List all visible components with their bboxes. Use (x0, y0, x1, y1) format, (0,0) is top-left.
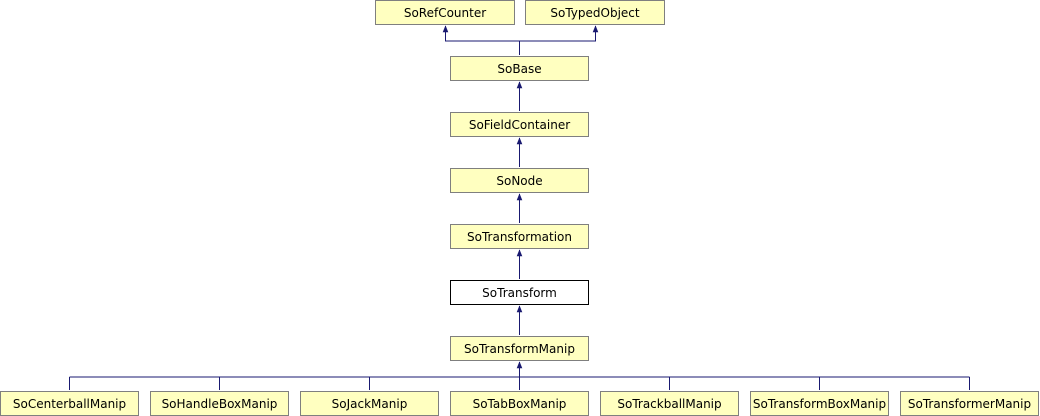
node-sotransformermanip[interactable]: SoTransformerManip (900, 391, 1039, 416)
node-sotypedobject[interactable]: SoTypedObject (525, 0, 665, 25)
node-sotabboxmanip[interactable]: SoTabBoxManip (450, 391, 589, 416)
node-sotransform-current: SoTransform (450, 280, 589, 305)
node-sotransformmanip[interactable]: SoTransformManip (450, 336, 589, 361)
node-sofieldcontainer[interactable]: SoFieldContainer (450, 112, 589, 137)
edge-sobase-to-sotypedobject (519, 25, 599, 42)
node-sotransformation[interactable]: SoTransformation (450, 224, 589, 249)
node-sotransformboxmanip[interactable]: SoTransformBoxManip (750, 391, 889, 416)
node-sohandleboxmanip[interactable]: SoHandleBoxManip (150, 391, 289, 416)
node-socenterballmanip[interactable]: SoCenterballManip (0, 391, 139, 416)
node-sonode[interactable]: SoNode (450, 168, 589, 193)
edge-sobase-to-sorefcounter (442, 25, 520, 55)
node-sobase[interactable]: SoBase (450, 56, 589, 81)
node-sojackmanip[interactable]: SoJackManip (300, 391, 439, 416)
node-sorefcounter[interactable]: SoRefCounter (375, 0, 515, 25)
node-sotrackballmanip[interactable]: SoTrackballManip (600, 391, 739, 416)
